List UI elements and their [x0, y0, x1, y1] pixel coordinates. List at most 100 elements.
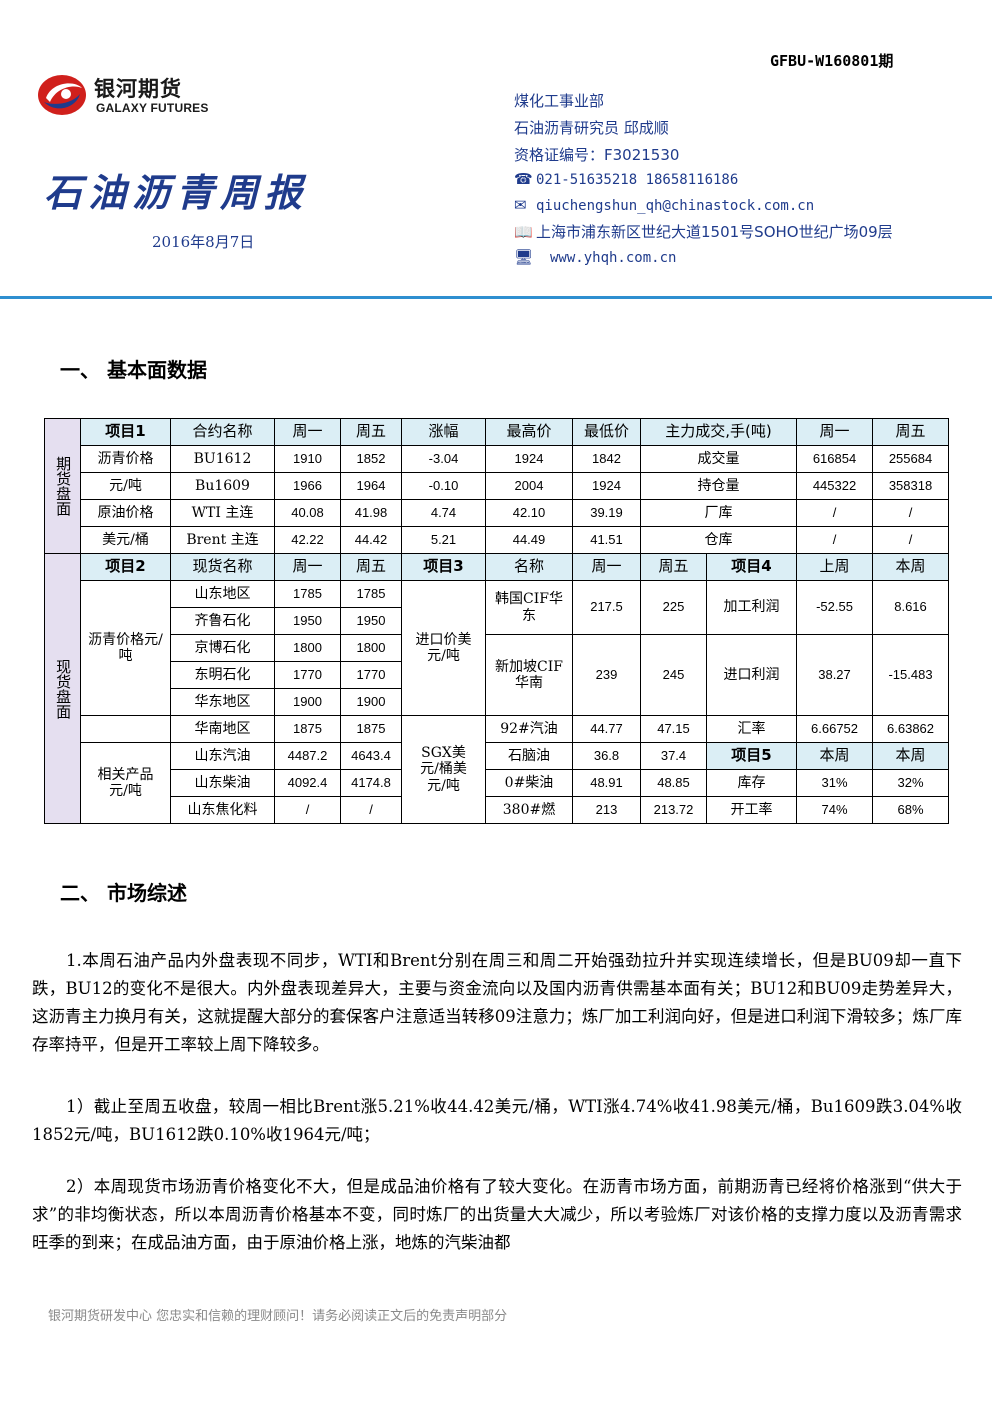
row-label: 沥青价格元/吨: [80, 580, 171, 716]
cell-value: 213: [572, 796, 641, 824]
cell-value: 1875: [340, 715, 402, 743]
spot-name: 韩国CIF华东: [485, 580, 573, 635]
phone-line: ☎021-51635218 18658116186: [514, 170, 738, 188]
cell-value: 1924: [572, 472, 641, 500]
header-cell: 最高价: [485, 418, 573, 446]
cell-value: 4092.4: [274, 769, 341, 797]
section-2-heading: 二、 市场综述: [60, 881, 187, 905]
spot-name: 京博石化: [170, 634, 275, 662]
cell-value: /: [274, 796, 341, 824]
cell-value: 1924: [485, 445, 573, 473]
header-cell: 本周: [872, 553, 950, 581]
cell-value: 2004: [485, 472, 573, 500]
cell-value: 74%: [796, 796, 874, 824]
footer-disclaimer: 银河期货研发中心 您忠实和信赖的理财顾问！请务必阅读正文后的免责声明部分: [48, 1309, 508, 1324]
cell-label: 持仓量: [639, 472, 798, 500]
spot-name: 380#燃: [485, 796, 573, 824]
table-row: 齐鲁石化 1950 1950: [45, 607, 949, 635]
phone-numbers: 021-51635218 18658116186: [536, 172, 739, 188]
row-label: 美元/桶: [80, 526, 171, 554]
spot-name: 石脑油: [485, 742, 573, 770]
cell-value: /: [796, 499, 874, 527]
cell-value: 41.98: [340, 499, 402, 527]
spot-name: 齐鲁石化: [170, 607, 275, 635]
cell-value: -3.04: [401, 445, 486, 473]
table-row: 华南地区 1875 1875 SGX美元/桶美元/吨 92#汽油 44.77 4…: [45, 715, 950, 824]
row-label: 进口价美元/吨: [401, 580, 486, 716]
cell-value: 38.27: [796, 634, 874, 716]
website-url[interactable]: www.yhqh.com.cn: [550, 250, 677, 266]
cell-label: 成交量: [639, 445, 798, 473]
cell-value: /: [340, 796, 402, 824]
row-label: SGX美元/桶美元/吨: [401, 715, 486, 824]
cell-value: 255684: [872, 445, 950, 473]
row-label: 沥青价格: [80, 445, 171, 473]
table-row: 元/吨 Bu1609 1966 1964 -0.10 2004 1924 持仓量…: [45, 472, 950, 500]
header-cell: 项目5: [705, 742, 798, 770]
analyst: 石油沥青研究员 邱成顺: [514, 119, 669, 137]
contract-name: BU1612: [170, 445, 275, 473]
table-row: 京博石化 1800 1800 新加坡CIF华南 239 245 进口利润 38.…: [45, 634, 950, 716]
spot-name: 山东柴油: [170, 769, 275, 797]
cell-value: 68%: [872, 796, 950, 824]
table-row: 相关产品元/吨 山东汽油 4487.2 4643.4 石脑油 36.8 37.4…: [45, 742, 950, 824]
table-row: 东明石化 1770 1770: [45, 661, 949, 689]
header-cell: 周五: [872, 418, 950, 446]
galaxy-logo-icon: [38, 75, 86, 115]
paragraph-2: 1）截止至周五收盘，较周一相比Brent涨5.21%收44.42美元/桶，WTI…: [32, 1097, 962, 1144]
cell-value: 37.4: [640, 742, 707, 770]
cell-value: /: [872, 499, 950, 527]
cell-value: -15.483: [872, 634, 950, 716]
spot-name: 92#汽油: [485, 715, 573, 743]
cell-value: 41.51: [572, 526, 641, 554]
cell-value: 213.72: [640, 796, 707, 824]
phone-icon: ☎: [514, 170, 533, 188]
cell-value: 31%: [796, 769, 874, 797]
header-cell: 周一: [274, 553, 341, 581]
header-cell: 现货名称: [170, 553, 275, 581]
cell-value: 1966: [274, 472, 341, 500]
header-cell: 项目4: [705, 553, 798, 581]
cell-value: 1950: [274, 607, 341, 635]
cell-value: 1770: [274, 661, 341, 689]
spot-name: 山东焦化料: [170, 796, 275, 824]
cell-value: 1800: [274, 634, 341, 662]
header-cell: 本周: [872, 742, 950, 770]
book-icon: 📖: [514, 223, 533, 241]
header-cell: 名称: [485, 553, 573, 581]
table-row: 美元/桶 Brent 主连 42.22 44.42 5.21 44.49 41.…: [45, 526, 950, 554]
table-row: 山东焦化料 / / 380#燃 213 213.72 开工率 74% 68%: [45, 796, 950, 824]
cell-value: 1900: [274, 688, 341, 716]
department: 煤化工事业部: [514, 92, 605, 110]
spot-name: 山东地区: [170, 580, 275, 608]
cell-value: 4643.4: [340, 742, 402, 770]
cell-value: 225: [640, 580, 707, 635]
cell-value: -0.10: [401, 472, 486, 500]
cell-value: 1785: [340, 580, 402, 608]
cell-value: -52.55: [796, 580, 874, 635]
paragraph-3: 2）本周现货市场沥青价格变化不大，但是成品油价格有了较大变化。在沥青市场方面，前…: [32, 1177, 962, 1252]
cell-value: 1964: [340, 472, 402, 500]
header-cell: 周五: [340, 418, 402, 446]
email-address[interactable]: qiuchengshun_qh@chinastock.com.cn: [536, 198, 815, 214]
cell-value: 1785: [274, 580, 341, 608]
report-title: 石油沥青周报: [44, 170, 309, 215]
row-label: 元/吨: [80, 472, 171, 500]
email-line: ✉qiuchengshun_qh@chinastock.com.cn: [514, 196, 814, 214]
cell-value: 44.42: [340, 526, 402, 554]
brand-name-zh: 银河期货: [94, 77, 182, 101]
table-row: 沥青价格 BU1612 1910 1852 -3.04 1924 1842 成交…: [45, 445, 950, 473]
contract-name: Bu1609: [170, 472, 275, 500]
cell-label: 汇率: [705, 715, 798, 743]
row-label-empty: [80, 715, 171, 743]
cell-value: 44.49: [485, 526, 573, 554]
cell-value: 39.19: [572, 499, 641, 527]
table-row: 山东柴油 4092.4 4174.8 0#柴油 48.91 48.85 库存 3…: [45, 769, 950, 797]
cell-label: 厂库: [639, 499, 798, 527]
spot-name: 华东地区: [170, 688, 275, 716]
cell-label: 进口利润: [705, 634, 798, 716]
spot-name: 东明石化: [170, 661, 275, 689]
header-cell: 周一: [572, 553, 641, 581]
cell-value: 1910: [274, 445, 341, 473]
cell-value: 1842: [572, 445, 641, 473]
